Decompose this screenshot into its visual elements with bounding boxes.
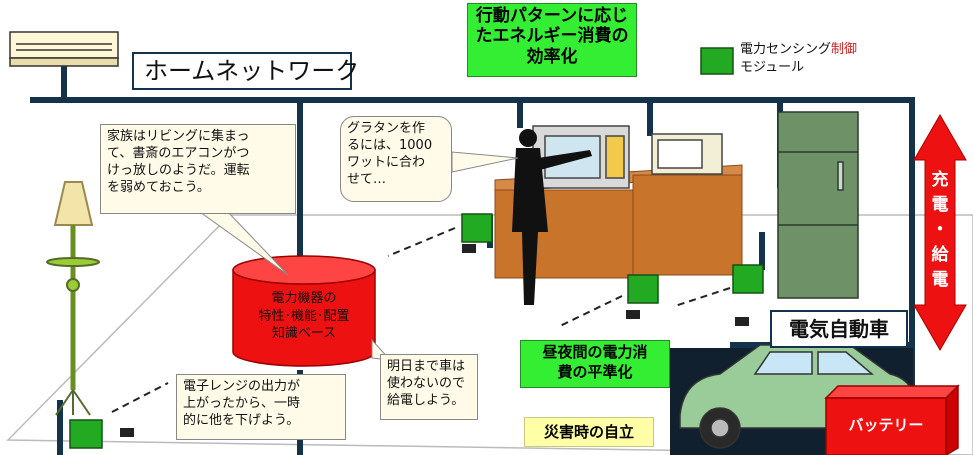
refrigerator — [777, 111, 859, 299]
car-plan-speech-bubble: 明日まで車は 使わないので 給電しよう。 — [380, 354, 478, 420]
arrow-char-3: ・ — [931, 220, 949, 240]
battery-box — [824, 384, 960, 455]
arrow-char-5: 電 — [931, 270, 949, 290]
legend-line2: モジュール — [740, 60, 805, 75]
battery-label: バッテリー — [848, 416, 924, 434]
plugs — [120, 244, 749, 437]
legend-sensing-text: 電力センシング — [740, 42, 832, 57]
database-label: 電力機器の 特性･機能･配置 知識ベース — [258, 291, 350, 342]
arrow-label: 充 電 ・ 給 電 — [925, 168, 955, 293]
arrow-char-2: 電 — [931, 195, 949, 215]
family-speech-bubble: 家族はリビングに集まっ て、書斎のエアコンがつ けっ放しのようだ。運転 を弱めて… — [100, 124, 296, 214]
floor-lamp — [46, 181, 100, 416]
microwave-speech-bubble: 電子レンジの出力が 上がったから、一時 的に他を下げよう。 — [176, 374, 346, 440]
woman-silhouette — [512, 129, 592, 305]
toaster-oven — [651, 133, 723, 175]
floor-outline — [6, 214, 973, 455]
charge-discharge-arrow — [913, 114, 967, 351]
legend-line1: 電力センシング制御 — [740, 42, 857, 58]
knowledge-database — [232, 255, 376, 367]
gratin-speech-bubble: グラタンを作 るには、1000 ワットに合わ せて… — [340, 116, 452, 202]
ev-label: 電気自動車 — [770, 310, 908, 348]
air-conditioner — [9, 31, 119, 67]
counter-right — [632, 174, 743, 276]
disaster-box: 災害時の自立 — [524, 417, 654, 447]
network-label: ホームネットワーク — [132, 52, 359, 90]
arrow-char-1: 充 — [931, 170, 949, 190]
arrow-char-4: 給 — [931, 245, 949, 265]
sensing-modules — [69, 47, 764, 449]
peak-leveling-box: 昼夜間の電力消 費の平準化 — [520, 340, 670, 388]
power-flow-dashes — [111, 227, 731, 413]
headline-box: 行動パターンに応じ たエネルギー消費の 効率化 — [467, 3, 637, 77]
legend-control-text: 制御 — [831, 42, 858, 57]
